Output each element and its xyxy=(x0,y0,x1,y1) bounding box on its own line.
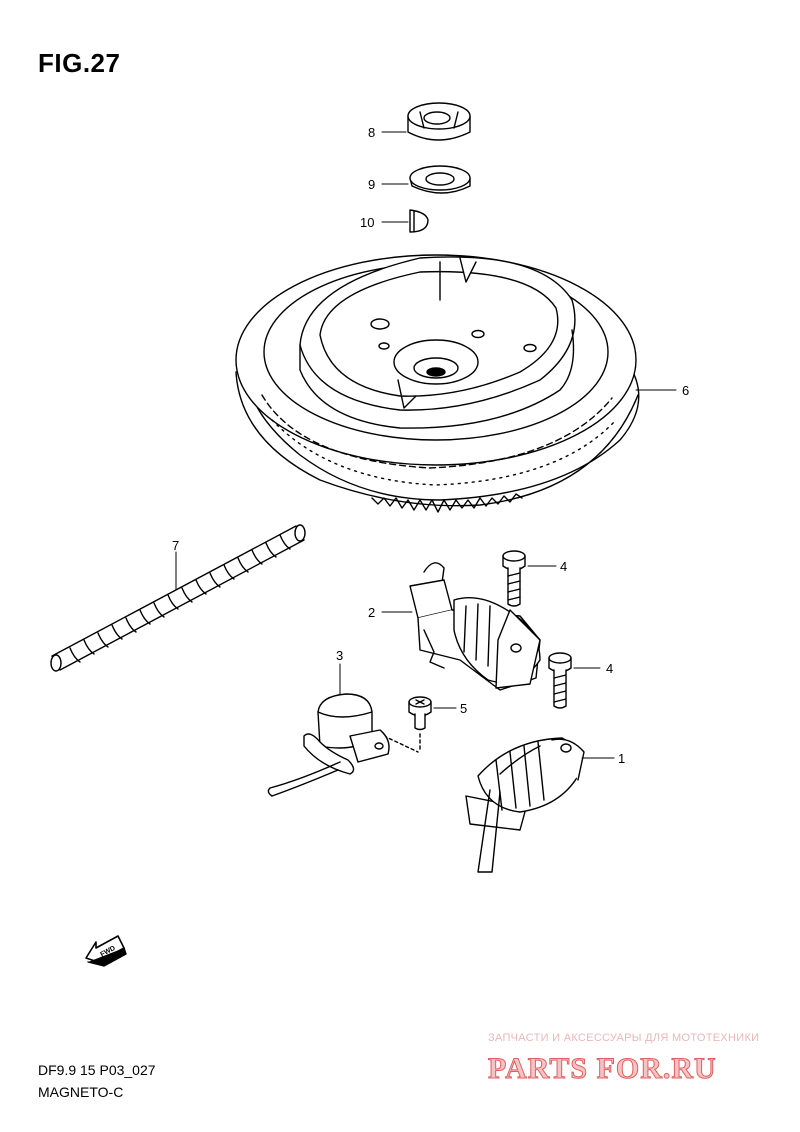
watermark-tagline: ЗАПЧАСТИ И АКСЕССУАРЫ ДЛЯ МОТОТЕХНИКИ xyxy=(488,1032,760,1044)
callout-6: 6 xyxy=(682,383,689,398)
callout-9: 9 xyxy=(368,177,375,192)
washer-part-9 xyxy=(409,165,471,194)
leader-lines xyxy=(175,131,677,759)
figure-code: DF9.9 15 P03_027 xyxy=(38,1062,156,1078)
flywheel-part-6 xyxy=(235,254,640,513)
callout-8: 8 xyxy=(368,125,375,140)
callout-1: 1 xyxy=(618,751,625,766)
charge-coil-part-2 xyxy=(409,562,541,691)
callout-3: 3 xyxy=(336,648,343,663)
spiral-sleeve-part-7 xyxy=(50,524,306,672)
callout-5: 5 xyxy=(460,701,467,716)
callout-7: 7 xyxy=(172,538,179,553)
bolt-part-4b xyxy=(548,652,572,709)
cdi-unit-part-3 xyxy=(267,693,390,797)
callout-10: 10 xyxy=(360,215,374,230)
callout-4a: 4 xyxy=(560,559,567,574)
watermark-logo-text: PARTS FOR.RU xyxy=(488,1052,717,1085)
screw-part-5 xyxy=(383,696,432,753)
pulser-coil-part-1 xyxy=(465,737,585,873)
bolt-part-4a xyxy=(502,550,526,607)
callout-4b: 4 xyxy=(606,661,613,676)
callout-2: 2 xyxy=(368,605,375,620)
nut-part-8 xyxy=(407,102,471,141)
fwd-arrow-icon: FWD xyxy=(85,935,127,967)
figure-title: FIG.27 xyxy=(38,48,121,78)
figure-name: MAGNETO-C xyxy=(38,1084,124,1100)
key-part-10 xyxy=(409,209,429,233)
watermark-logo: PARTS FOR.RU xyxy=(488,1052,717,1086)
